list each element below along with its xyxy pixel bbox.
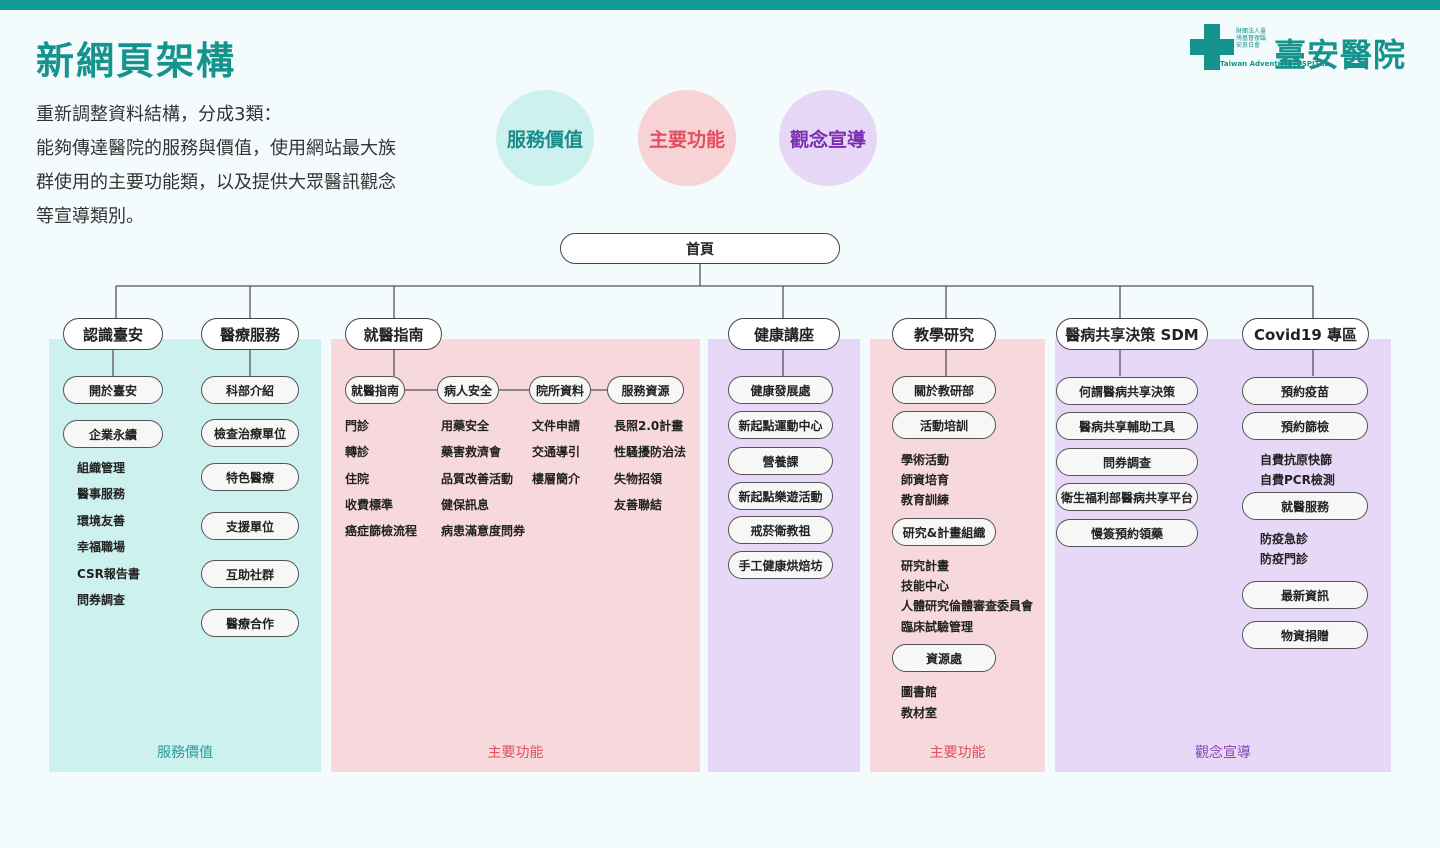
leaf-item[interactable]: 樓層簡介	[532, 472, 581, 486]
node-patient-safety[interactable]: 病人安全	[437, 376, 499, 404]
node-health-dept[interactable]: 健康發展處	[728, 376, 833, 404]
node-clinic-services[interactable]: 就醫服務	[1242, 492, 1368, 520]
node-support-units[interactable]: 支援單位	[201, 512, 299, 540]
node-donations[interactable]: 物資捐贈	[1242, 621, 1368, 649]
leaf-item[interactable]: 轉診	[345, 445, 370, 459]
node-service-resources[interactable]: 服務資源	[607, 376, 684, 404]
leaf-item[interactable]: CSR報告書	[77, 567, 140, 581]
panel-label: 觀念宣導	[1195, 745, 1251, 761]
leaf-item[interactable]: 住院	[345, 472, 370, 486]
leaf-item[interactable]: 癌症篩檢流程	[345, 524, 418, 538]
node-research-org[interactable]: 研究&計畫組織	[892, 518, 996, 546]
node-special-care[interactable]: 特色醫療	[201, 463, 299, 491]
node-sdm[interactable]: 醫病共享決策 SDM	[1056, 318, 1208, 350]
intro-line: 重新調整資料結構，分成3類：	[36, 104, 282, 125]
node-cooperation[interactable]: 醫療合作	[201, 609, 299, 637]
node-newstart-fun[interactable]: 新起點樂遊活動	[728, 482, 833, 510]
leaf-item[interactable]: 研究計畫	[901, 559, 950, 573]
panel-main-function: 主要功能	[331, 339, 700, 772]
node-bakery[interactable]: 手工健康烘焙坊	[728, 551, 833, 579]
intro-text: 重新調整資料結構，分成3類： 能夠傳達醫院的服務與價值，使用網站最大族 群使用的…	[36, 98, 456, 234]
leaf-item[interactable]: 人體研究倫體審查委員會	[901, 599, 1034, 613]
leaf-item[interactable]: 藥害救濟會	[441, 445, 502, 459]
logo-hospital-text: Taiwan Adventist HOSPITAL	[1220, 60, 1329, 68]
node-medical-services[interactable]: 醫療服務	[201, 318, 299, 350]
leaf-item[interactable]: 自費抗原快篩	[1260, 453, 1333, 467]
node-community[interactable]: 互助社群	[201, 560, 299, 588]
leaf-item[interactable]: 失物招領	[614, 472, 663, 486]
node-covid19[interactable]: Covid19 專區	[1242, 318, 1369, 350]
leaf-item[interactable]: 品質改善活動	[441, 472, 514, 486]
node-home[interactable]: 首頁	[560, 233, 840, 264]
leaf-item[interactable]: 臨床試驗管理	[901, 620, 974, 634]
node-guide[interactable]: 就醫指南	[345, 376, 405, 404]
leaf-item[interactable]: 教材室	[901, 706, 938, 720]
leaf-item[interactable]: 健保訊息	[441, 498, 490, 512]
leaf-item[interactable]: 門診	[345, 419, 370, 433]
node-sdm-tools[interactable]: 醫病共享輔助工具	[1056, 412, 1198, 440]
leaf-item[interactable]: 環境友善	[77, 514, 126, 528]
node-teaching-research[interactable]: 教學研究	[892, 318, 996, 350]
leaf-item[interactable]: 幸福職場	[77, 540, 126, 554]
leaf-item[interactable]: 用藥安全	[441, 419, 490, 433]
category-bubble-service: 服務價值	[496, 90, 594, 186]
node-about-edu[interactable]: 關於教研部	[892, 376, 996, 404]
node-screening-booking[interactable]: 預約篩檢	[1242, 412, 1368, 440]
leaf-item[interactable]: 教育訓練	[901, 493, 950, 507]
intro-line: 等宣導類別。	[36, 206, 144, 227]
node-resources[interactable]: 資源處	[892, 644, 996, 672]
logo-name: 臺安醫院	[1274, 36, 1407, 74]
intro-line: 群使用的主要功能類，以及提供大眾醫訊觀念	[36, 172, 396, 193]
leaf-item[interactable]: 圖書館	[901, 685, 938, 699]
category-bubble-function: 主要功能	[638, 90, 736, 186]
leaf-item[interactable]: 師資培育	[901, 473, 950, 487]
leaf-item[interactable]: 長照2.0計畫	[614, 419, 684, 433]
top-accent-bar	[0, 0, 1440, 10]
leaf-item[interactable]: 組織管理	[77, 461, 126, 475]
node-sustainability[interactable]: 企業永續	[63, 420, 163, 448]
leaf-item[interactable]: 文件申請	[532, 419, 581, 433]
panel-label: 主要功能	[929, 745, 986, 761]
node-latest-news[interactable]: 最新資訊	[1242, 581, 1368, 609]
panel-label: 服務價值	[157, 745, 213, 761]
cross-icon-bar	[1190, 39, 1234, 55]
node-health-talks[interactable]: 健康講座	[728, 318, 840, 350]
hospital-logo[interactable]: 財團法人臺灣基督復臨安息日會 Taiwan Adventist HOSPITAL…	[1190, 22, 1422, 74]
node-exam-units[interactable]: 檢查治療單位	[201, 419, 299, 447]
leaf-item[interactable]: 醫事服務	[77, 487, 126, 501]
leaf-item[interactable]: 問券調查	[77, 593, 126, 607]
panel-label: 主要功能	[487, 745, 544, 761]
leaf-item[interactable]: 病患滿意度問券	[441, 524, 526, 538]
category-bubble-awareness: 觀念宣導	[779, 90, 877, 186]
leaf-item[interactable]: 防疫急診	[1260, 532, 1309, 546]
node-refill-prescription[interactable]: 慢簽預約領藥	[1056, 519, 1198, 547]
leaf-item[interactable]: 技能中心	[901, 579, 950, 593]
panel-service-value: 服務價值	[49, 339, 321, 772]
page-title: 新網頁架構	[36, 39, 237, 83]
leaf-item[interactable]: 學術活動	[901, 453, 950, 467]
leaf-item[interactable]: 防疫門診	[1260, 552, 1309, 566]
node-nutrition[interactable]: 營養課	[728, 447, 833, 475]
node-sdm-survey[interactable]: 問券調查	[1056, 448, 1198, 476]
node-about[interactable]: 認識臺安	[63, 318, 163, 350]
node-departments[interactable]: 科部介紹	[201, 376, 299, 404]
node-newstart-gym[interactable]: 新起點運動中心	[728, 411, 833, 439]
node-facility-info[interactable]: 院所資料	[529, 376, 591, 404]
leaf-item[interactable]: 友善聯結	[614, 498, 663, 512]
node-quit-smoking[interactable]: 戒菸衛教祖	[728, 516, 833, 544]
leaf-item[interactable]: 性騷擾防治法	[614, 445, 687, 459]
leaf-item[interactable]: 交通導引	[532, 445, 581, 459]
node-what-is-sdm[interactable]: 何謂醫病共享決策	[1056, 377, 1198, 405]
node-about-hospital[interactable]: 開於臺安	[63, 376, 163, 404]
panel-awareness: 觀念宣導	[1055, 339, 1391, 772]
node-mohw-sdm-platform[interactable]: 衛生福利部醫病共享平台	[1056, 483, 1198, 511]
intro-line: 能夠傳達醫院的服務與價值，使用網站最大族	[36, 138, 396, 159]
node-vaccine-booking[interactable]: 預約疫苗	[1242, 377, 1368, 405]
leaf-item[interactable]: 收費標準	[345, 498, 394, 512]
leaf-item[interactable]: 自費PCR檢測	[1260, 473, 1335, 487]
node-medical-guide[interactable]: 就醫指南	[345, 318, 442, 350]
node-training[interactable]: 活動培訓	[892, 411, 996, 439]
logo-small-text: 財團法人臺灣基督復臨安息日會	[1236, 28, 1267, 49]
